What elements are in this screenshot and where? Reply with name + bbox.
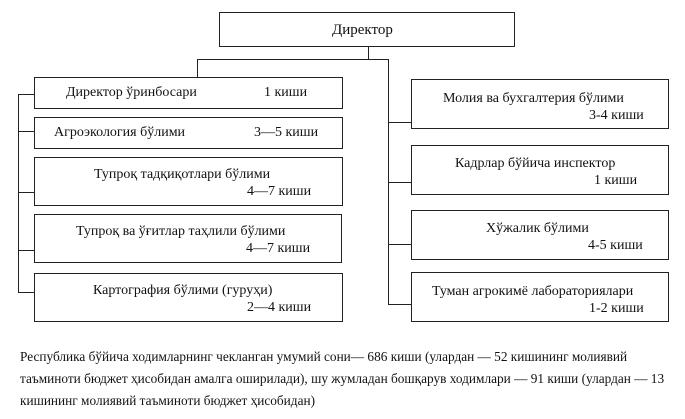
connector (18, 192, 34, 193)
director-box: Директор (219, 12, 515, 47)
unit-name: Тупроқ ва ўғитлар таҳлили бўлими (76, 224, 286, 239)
connector (388, 304, 411, 305)
unit-name: Агроэкология бўлими (54, 125, 186, 140)
connector (18, 131, 34, 132)
unit-box: Директор ўринбосари 1 киши (34, 77, 343, 109)
unit-staff: 1 киши (594, 173, 638, 188)
unit-name: Директор ўринбосари (66, 85, 197, 100)
unit-box: Тупроқ тадқиқотлари бўлими 4—7 киши (34, 157, 343, 206)
unit-box: Агроэкология бўлими 3—5 киши (34, 117, 343, 149)
unit-box: Тупроқ ва ўғитлар таҳлили бўлими 4—7 киш… (34, 214, 342, 263)
unit-staff: 1-2 киши (589, 301, 644, 316)
unit-box: Молия ва бухгалтерия бўлими 3-4 киши (411, 79, 669, 129)
connector (388, 122, 411, 123)
connector (197, 59, 389, 60)
unit-staff: 4—7 киши (247, 184, 312, 199)
connector (18, 94, 34, 95)
connector (388, 182, 411, 183)
unit-name: Кадрлар бўйича инспектор (455, 156, 616, 171)
connector (368, 46, 369, 59)
unit-name: Картография бўлими (гуруҳи) (93, 283, 273, 298)
connector (388, 244, 411, 245)
director-label: Директор (332, 22, 393, 38)
unit-name: Тупроқ тадқиқотлари бўлими (94, 167, 271, 182)
unit-box: Туман агрокимё лабораториялари 1-2 киши (411, 272, 669, 322)
unit-name: Туман агрокимё лабораториялари (432, 284, 634, 299)
unit-staff: 2—4 киши (247, 300, 312, 315)
connector (18, 94, 19, 293)
unit-name: Хўжалик бўлими (486, 221, 589, 236)
unit-staff: 3-4 киши (589, 108, 644, 123)
unit-box: Кадрлар бўйича инспектор 1 киши (411, 145, 669, 195)
unit-staff: 4-5 киши (588, 238, 643, 253)
unit-staff: 3—5 киши (254, 125, 319, 140)
connector (197, 59, 198, 77)
unit-staff: 4—7 киши (246, 241, 311, 256)
unit-name: Молия ва бухгалтерия бўлими (443, 91, 624, 106)
unit-box: Хўжалик бўлими 4-5 киши (411, 210, 669, 260)
unit-staff: 1 киши (264, 85, 308, 100)
staff-footnote: Республика бўйича ходимларнинг чекланган… (20, 349, 665, 408)
connector (18, 292, 34, 293)
unit-box: Картография бўлими (гуруҳи) 2—4 киши (34, 273, 343, 322)
connector (18, 250, 34, 251)
